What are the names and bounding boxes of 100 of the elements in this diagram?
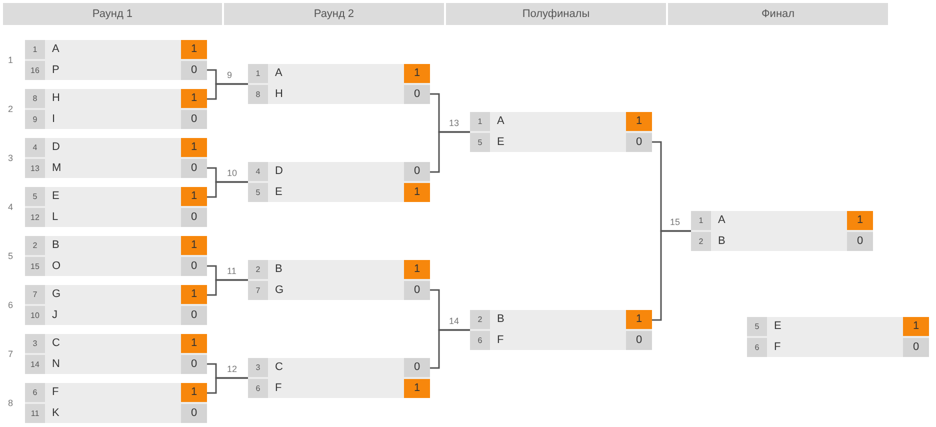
match-box [248,162,430,202]
seed-number: 5 [248,183,268,202]
team-name: F [497,333,504,348]
bracket-line [207,181,248,198]
team-name: B [497,312,504,327]
seed-number: 6 [248,379,268,398]
team-name: A [497,114,504,129]
match-box [470,310,652,350]
seed-number: 8 [248,85,268,104]
seed-number: 14 [25,355,45,374]
team-name: P [52,63,60,78]
seed-number: 7 [25,285,45,304]
match-number: 4 [8,202,14,212]
match-number: 1 [8,55,14,65]
score: 1 [903,317,929,336]
team-name: E [52,189,60,204]
seed-number: 4 [248,162,268,181]
round-header: Раунд 2 [224,3,444,25]
score: 0 [181,355,207,374]
seed-number: 3 [25,334,45,353]
team-name: N [52,357,60,372]
seed-number: 13 [25,159,45,178]
team-name: E [774,319,782,334]
team-name: H [275,87,283,102]
team-name: F [774,340,781,355]
score: 0 [181,159,207,178]
score: 0 [404,281,430,300]
seed-number: 8 [25,89,45,108]
match-box [25,383,207,423]
score: 1 [181,334,207,353]
score: 1 [181,383,207,402]
match-box [691,211,873,251]
seed-number: 11 [25,404,45,423]
match-box [248,260,430,300]
seed-number: 10 [25,306,45,325]
score: 0 [847,232,873,251]
score: 0 [404,358,430,377]
team-name: A [718,213,726,228]
seed-number: 6 [25,383,45,402]
score: 1 [181,138,207,157]
score: 0 [181,61,207,80]
match-number: 5 [8,251,14,261]
match-box [248,64,430,104]
match-number: 9 [227,70,232,80]
score: 1 [181,236,207,255]
team-name: L [52,210,58,225]
team-name: I [52,112,56,127]
team-name: G [275,283,284,298]
score: 1 [181,285,207,304]
match-number: 7 [8,349,14,359]
match-box [25,285,207,325]
seed-number: 5 [470,133,490,152]
team-name: M [52,161,62,176]
bracket-line [207,83,248,100]
team-name: J [52,308,58,323]
seed-number: 6 [470,331,490,350]
score: 0 [626,331,652,350]
team-name: D [52,140,60,155]
team-name: E [497,135,504,150]
team-name: A [275,66,282,81]
seed-number: 5 [25,187,45,206]
score: 0 [181,110,207,129]
team-name: B [718,234,726,249]
round-header: Полуфиналы [446,3,666,25]
match-box [25,138,207,178]
score: 1 [404,183,430,202]
seed-number: 3 [248,358,268,377]
team-name: F [275,381,282,396]
seed-number: 16 [25,61,45,80]
seed-number: 2 [25,236,45,255]
seed-number: 1 [470,112,490,131]
score: 1 [404,64,430,83]
team-name: E [275,185,282,200]
seed-number: 6 [747,338,767,357]
seed-number: 12 [25,208,45,227]
score: 0 [404,85,430,104]
score: 1 [181,89,207,108]
match-box [25,334,207,374]
seed-number: 2 [248,260,268,279]
team-name: H [52,91,60,106]
seed-number: 9 [25,110,45,129]
team-name: C [275,360,283,375]
score: 0 [181,404,207,423]
team-name: D [275,164,283,179]
seed-number: 5 [747,317,767,336]
match-box [470,112,652,152]
match-box [25,187,207,227]
match-number: 10 [227,168,238,178]
team-name: O [52,259,61,274]
match-number: 8 [8,398,14,408]
seed-number: 1 [25,40,45,59]
round-header: Финал [668,3,888,25]
round-header: Раунд 1 [3,3,222,25]
match-number: 6 [8,300,14,310]
score: 1 [404,379,430,398]
score: 0 [181,306,207,325]
bracket-line [652,230,691,321]
team-name: B [52,238,60,253]
match-box [25,89,207,129]
match-number: 2 [8,104,14,114]
